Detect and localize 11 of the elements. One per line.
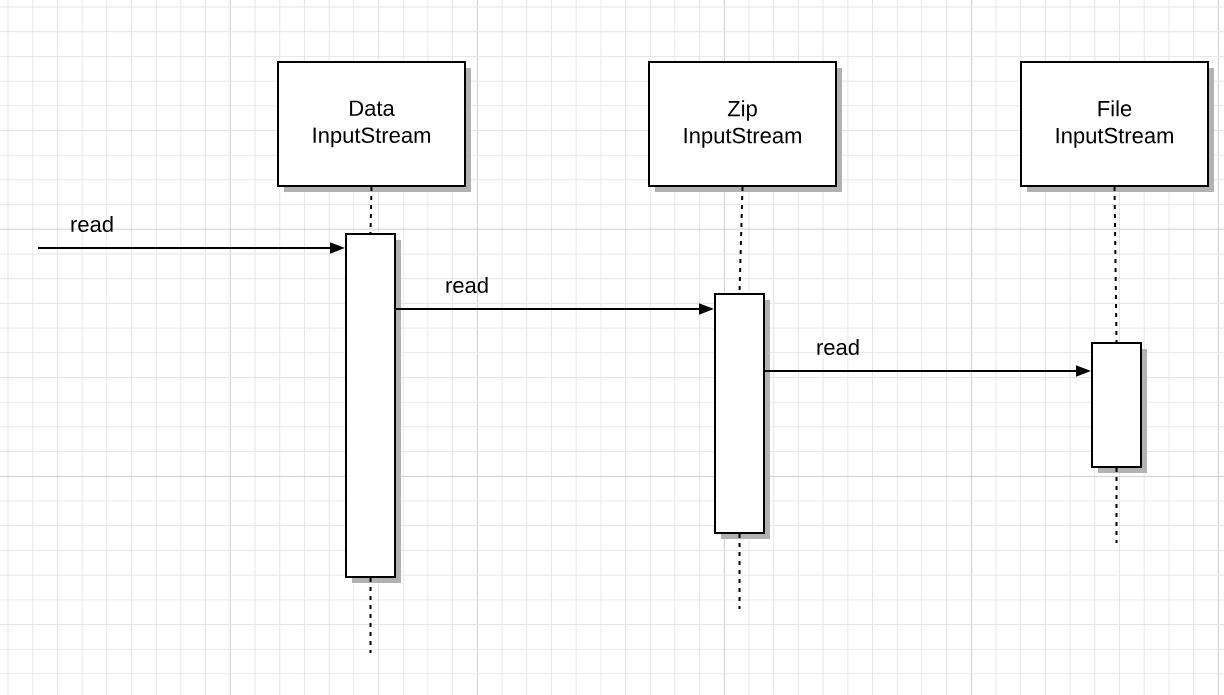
edge-label: read [71, 215, 113, 233]
edge-label: read [817, 338, 859, 356]
object-box: Zip InputStream [648, 61, 842, 192]
object-box: File InputStream [1020, 61, 1214, 192]
lifeline [1113, 186, 1118, 343]
edge-label: read [446, 276, 488, 294]
activation-bar [714, 293, 770, 539]
object-box: Data InputStream [277, 61, 471, 192]
activation-bar [345, 233, 401, 583]
lifeline [369, 186, 373, 234]
activation-bar [1091, 342, 1147, 473]
